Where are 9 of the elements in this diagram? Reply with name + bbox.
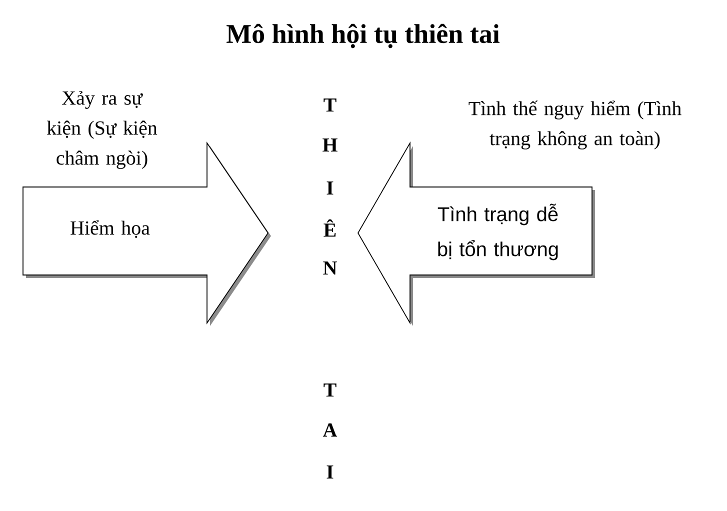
vertical-letter: T (324, 98, 336, 112)
vertical-letter: H (322, 138, 338, 152)
vertical-letter: T (324, 383, 336, 397)
vertical-letter: I (326, 181, 334, 195)
diagram-title: Mô hình hội tụ thiên tai (226, 24, 500, 48)
vertical-letter: Ê (324, 219, 336, 237)
vertical-letter: N (323, 261, 337, 275)
vertical-letter: I (326, 465, 334, 479)
vertical-letter: A (322, 423, 338, 437)
